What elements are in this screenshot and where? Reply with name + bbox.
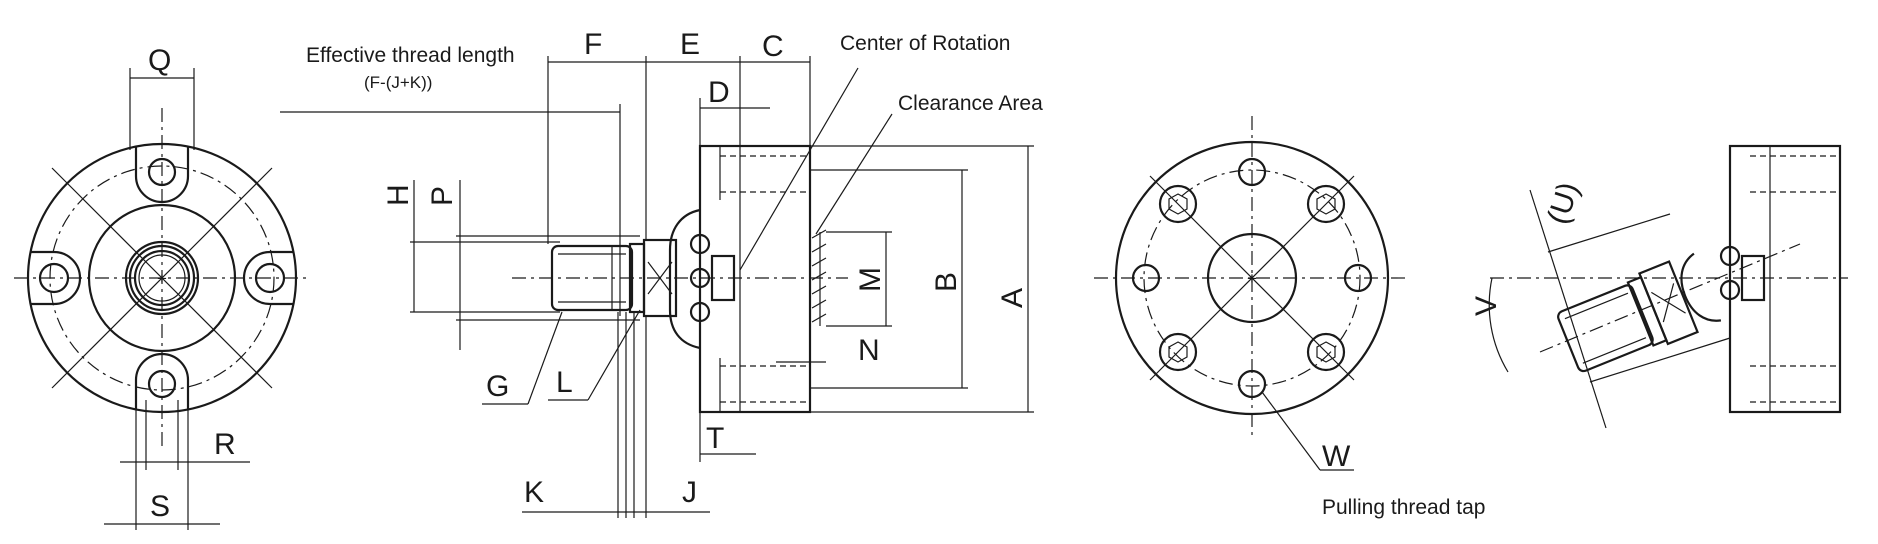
label-e: E [680,28,700,61]
center-of-rotation-leader [739,67,859,271]
label-f: F [584,28,602,61]
label-c: C [762,30,784,63]
label-l: L [556,366,573,399]
clearance-area-leader [815,113,893,235]
u-dim-line [1529,189,1607,429]
rear-bolt-br-hex [1316,341,1336,363]
label-n: N [858,334,880,367]
label-r: R [214,428,236,461]
angled-ball-head [1680,252,1722,322]
label-b: B [930,272,963,292]
label-v: V [1470,296,1503,316]
side-view: F E C D Effective thread length (F-(J+K)… [280,28,1043,518]
angled-ball-1 [1719,245,1741,267]
rear-bolt-tl-hex [1168,193,1188,215]
rear-hole-top [1237,157,1267,187]
v-angle-arc [1488,277,1509,373]
center-of-rotation-label: Center of Rotation [840,32,1010,55]
rear-bolt-bl-hex [1168,341,1188,363]
label-h: H [382,184,415,206]
angled-axis-line [1539,243,1801,353]
rear-bolt-bl [1158,332,1198,372]
clearance-hatch [811,229,827,323]
label-j: J [682,476,697,509]
angled-thread-top [1564,292,1629,320]
effective-thread-formula: (F-(J+K)) [364,73,432,92]
angled-view: V (U) [1470,144,1848,429]
angled-body-outline [1728,144,1842,414]
pulling-thread-tap-label: Pulling thread tap [1322,496,1485,519]
angled-stud [1557,284,1654,373]
u-ext-bottom [1589,337,1731,383]
label-w: W [1322,440,1351,473]
body-outline [698,144,812,414]
rear-diag-2 [1149,175,1355,381]
label-s: S [150,490,170,523]
label-p: P [426,186,459,206]
label-g: G [486,370,509,403]
angled-washer [1626,275,1668,347]
angled-ball-2 [1719,279,1741,301]
label-q: Q [148,44,171,77]
effective-thread-length-label: Effective thread length [306,44,515,67]
rear-centre-mark: + [1247,269,1257,288]
clearance-area-label: Clearance Area [898,92,1043,115]
rear-bolt-tl [1158,184,1198,224]
label-t: T [706,422,724,455]
w-leader [1261,391,1321,471]
ball-circle-3 [689,301,711,323]
u-ext-top [1547,213,1671,253]
ball-circle-1 [689,233,711,255]
diag-centre-line-2 [51,167,273,389]
label-u: (U) [1541,178,1585,228]
l-leader [587,309,641,401]
g-leader [527,311,563,405]
top-lug-hole [147,157,177,187]
rear-view: + W Pulling thread tap [1094,116,1485,519]
angled-thread-bottom [1582,337,1647,364]
label-a: A [996,288,1029,308]
rear-bolt-br [1306,332,1346,372]
label-m: M [854,267,887,292]
angled-nut-cross-2 [1662,283,1675,323]
angled-stud-group [1557,252,1722,373]
ball-head [668,208,701,350]
front-view: + Q R S [14,44,310,530]
label-d: D [708,76,730,109]
centre-mark: + [157,269,167,288]
label-k: K [524,476,544,509]
rear-bolt-tr [1306,184,1346,224]
rear-bolt-tr-hex [1316,193,1336,215]
